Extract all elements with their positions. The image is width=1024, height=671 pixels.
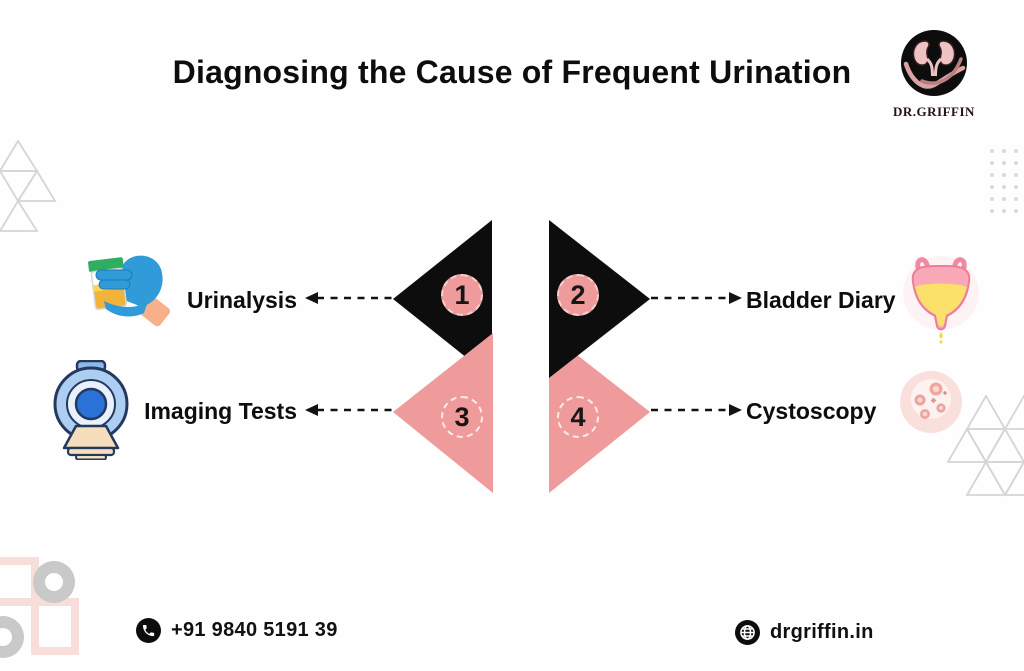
decor-triangles-top-left (0, 139, 57, 232)
cystoscopy-cells-icon (900, 371, 962, 433)
pink-triangle-step4 (549, 333, 650, 493)
step-number-2: 2 (570, 279, 586, 310)
step-number-badge-2: 2 (557, 274, 599, 316)
page-title: Diagnosing the Cause of Frequent Urinati… (172, 54, 852, 90)
brand-name: DR.GRIFFIN (893, 104, 975, 119)
arrowhead-step2 (729, 292, 742, 304)
step-label-imaging-tests: Imaging Tests (144, 398, 297, 424)
step-label-urinalysis: Urinalysis (187, 287, 297, 313)
step-number-badge-4: 4 (557, 396, 599, 438)
step-number-3: 3 (454, 401, 470, 432)
decor-triangles-bottom-right (946, 394, 1024, 497)
footer-phone[interactable]: +91 9840 5191 39 (136, 618, 338, 643)
step-label-bladder-diary: Bladder Diary (746, 287, 896, 313)
step-number-badge-3: 3 (441, 396, 483, 438)
step-number-badge-1: 1 (441, 274, 483, 316)
decor-dots-top-right (990, 149, 1018, 213)
black-triangle-step2 (549, 220, 650, 378)
step-number-4: 4 (570, 401, 586, 432)
globe-icon (735, 620, 760, 645)
footer-website-url[interactable]: drgriffin.in (770, 621, 874, 643)
urine-sample-hand-icon (88, 255, 170, 327)
step-label-cystoscopy: Cystoscopy (746, 398, 877, 424)
mri-scanner-icon (53, 360, 129, 460)
footer-website[interactable]: drgriffin.in (735, 620, 874, 645)
footer-phone-number[interactable]: +91 9840 5191 39 (171, 619, 338, 641)
kidneys-logo-icon (901, 30, 967, 96)
bladder-icon (903, 256, 979, 344)
decor-squares-bottom-left (0, 557, 79, 658)
arrowhead-step1 (305, 292, 318, 304)
diagram-triangles (305, 220, 742, 493)
arrowhead-step3 (305, 404, 318, 416)
arrowhead-step4 (729, 404, 742, 416)
brand-logo: DR.GRIFFIN (890, 28, 978, 120)
step-number-1: 1 (454, 279, 470, 310)
phone-icon (136, 618, 161, 643)
